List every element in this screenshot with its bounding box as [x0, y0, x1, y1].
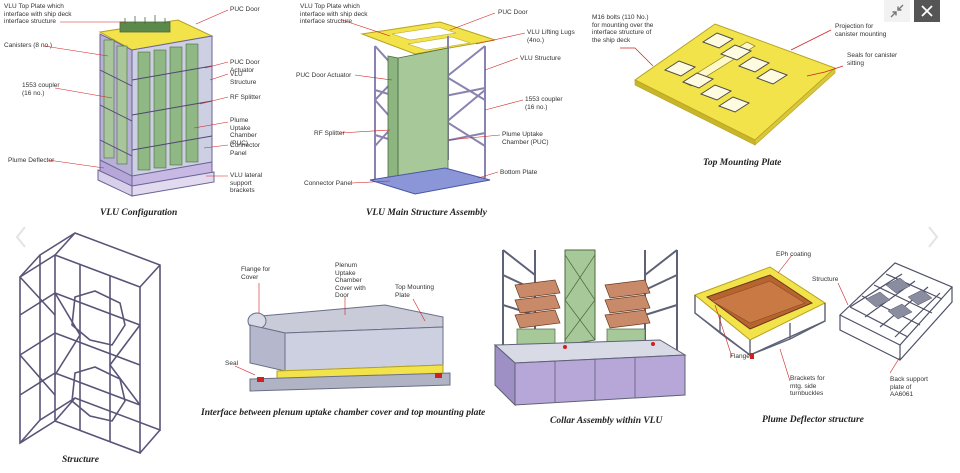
- close-button[interactable]: [914, 0, 940, 22]
- interface-illustration: [234, 283, 451, 392]
- label-puc: Plume Uptake Chamber (PUC): [230, 117, 257, 147]
- label-plume-deflector: Plume Deflector: [8, 157, 55, 164]
- label-bottom-plate: Bottom Plate: [500, 169, 538, 176]
- label-flange: Flange for Cover: [241, 266, 271, 281]
- label-top-mounting: Top Mounting Plate: [395, 284, 435, 299]
- panel-interface: Flange for Cover Plenum Uptake Chamber C…: [195, 255, 495, 423]
- label-coupler: 1553 coupler (16 no.): [525, 96, 563, 111]
- label-deflector-flange: Flange: [730, 353, 750, 360]
- label-vlu-structure: VLU Structure: [520, 55, 561, 62]
- label-connector-panel: Connector Panel: [230, 142, 260, 157]
- next-arrow-icon[interactable]: [926, 225, 940, 249]
- caption-top-mounting-plate: Top Mounting Plate: [703, 158, 782, 168]
- plume-deflector-illustration: [694, 254, 954, 382]
- label-seal: Seal: [225, 360, 239, 367]
- label-puc: Plume Uptake Chamber (PUC): [502, 131, 549, 146]
- vlu-configuration-illustration: [43, 9, 229, 197]
- top-mounting-plate-illustration: [620, 23, 844, 146]
- close-x-icon: [921, 5, 933, 17]
- label-m16-bolts: M16 bolts (110 No.) for mounting over th…: [592, 14, 654, 44]
- label-vlu-structure: VLU Structure: [230, 71, 257, 86]
- previous-arrow-icon[interactable]: [14, 225, 28, 249]
- collar-assembly-illustration: [493, 249, 687, 407]
- structure-frame-illustration: [19, 232, 161, 455]
- label-puc-door-actuator: PUC Door Actuator: [296, 72, 352, 79]
- label-deflector-structure: Structure: [812, 276, 839, 283]
- label-top-plate: VLU Top Plate which interface with ship …: [4, 3, 72, 25]
- label-puc-door: PUC Door: [230, 6, 260, 13]
- panel-structure: Structure: [0, 225, 190, 473]
- caption-interface: Interface between plenum uptake chamber …: [201, 408, 486, 418]
- label-brackets: Brackets for mtg. side turnbuckles: [790, 375, 825, 397]
- panel-vlu-configuration: VLU Top Plate which interface with ship …: [0, 0, 270, 225]
- label-coupler: 1553 coupler (16 no.): [22, 82, 60, 97]
- caption-vlu-configuration: VLU Configuration: [100, 208, 178, 218]
- panel-collar-assembly: Collar Assembly within VLU: [493, 245, 687, 435]
- label-puc-door: PUC Door: [498, 9, 528, 16]
- label-connector-panel: Connector Panel: [304, 180, 353, 187]
- label-puc-door-actuator: PUC Door Actuator: [230, 59, 260, 74]
- label-lifting-lugs: VLU Lifting Lugs (4no.): [527, 29, 575, 44]
- label-rf-splitter: RF Splitter: [230, 94, 261, 101]
- label-eph-coating: EPh coating: [776, 251, 812, 258]
- label-seals: Seals for canister sitting: [847, 52, 898, 67]
- label-lateral-brackets: VLU lateral support brackets: [230, 172, 263, 194]
- caption-plume-deflector: Plume Deflector structure: [762, 415, 864, 425]
- shrink-button[interactable]: [884, 0, 910, 22]
- caption-structure: Structure: [62, 455, 99, 465]
- panel-main-structure-assembly: VLU Top Plate which interface with ship …: [280, 0, 590, 225]
- shrink-arrows-icon: [890, 4, 904, 18]
- panel-top-mounting-plate: M16 bolts (110 No.) for mounting over th…: [592, 0, 960, 185]
- panel-plume-deflector: EPh coating Structure Flange Brackets fo…: [690, 245, 960, 435]
- label-rf-splitter: RF Splitter: [314, 130, 345, 137]
- label-cover: Plenum Uptake Chamber Cover with Door: [335, 262, 366, 299]
- main-structure-illustration: [339, 12, 526, 195]
- label-back-support-plate: Back support plate of AA6061: [890, 376, 928, 398]
- label-canisters: Canisters (8 no.): [4, 42, 53, 49]
- caption-main-structure-assembly: VLU Main Structure Assembly: [366, 208, 487, 218]
- label-top-plate: VLU Top Plate which interface with ship …: [300, 3, 368, 25]
- label-projection: Projection for canister mounting: [835, 23, 887, 38]
- caption-collar-assembly: Collar Assembly within VLU: [550, 416, 663, 426]
